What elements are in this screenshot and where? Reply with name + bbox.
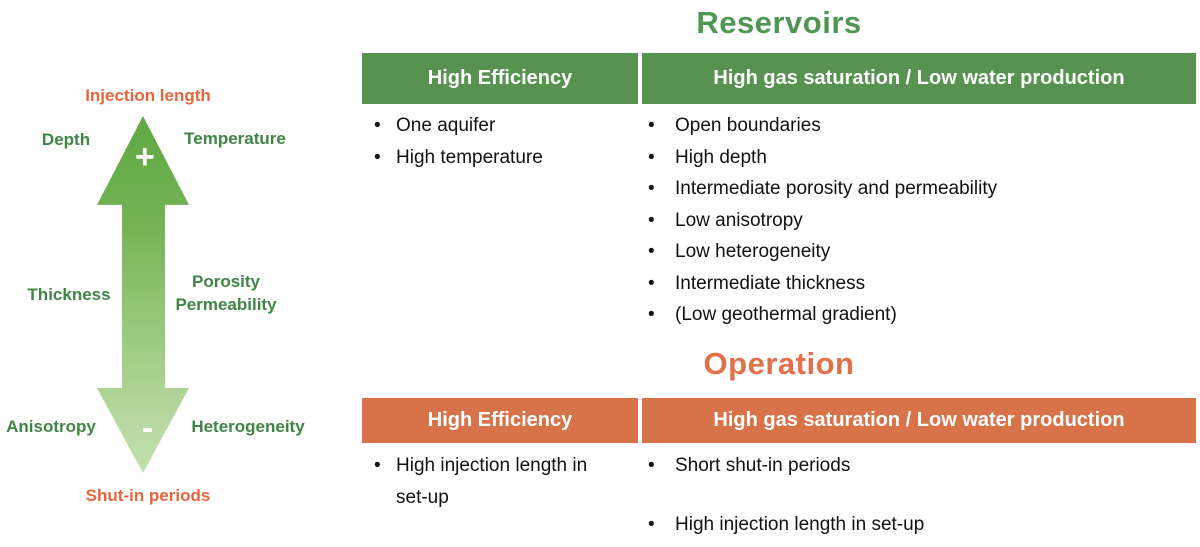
label-porosity-permeability: Porosity Permeability [175,270,276,316]
list-item-text: Low anisotropy [675,209,803,231]
list-item-text: High depth [675,146,767,168]
reservoirs-header-high-gas-saturation: High gas saturation / Low water producti… [642,53,1196,104]
bullet-icon: • [374,146,381,168]
list-item-text: Low heterogeneity [675,241,831,262]
reservoirs-title: Reservoirs [696,5,862,40]
list-item-text: One aquifer [396,115,496,136]
list-item: • Short shut-in periods [642,450,1196,482]
bullet-icon: • [374,455,381,476]
label-permeability: Permeability [175,295,277,314]
list-item: • Low heterogeneity [642,236,1196,268]
operation-header-row: High Efficiency High gas saturation / Lo… [362,398,1196,443]
bullet-icon: • [648,455,655,476]
list-item-text: Short shut-in periods [675,455,851,476]
list-item: • High temperature [362,142,638,174]
reservoirs-header-row: High Efficiency High gas saturation / Lo… [362,53,1196,104]
double-arrow: + - [97,116,189,473]
list-item: • High depth [642,142,1196,174]
list-item-text: Open boundaries [675,115,821,136]
list-item: • Low anisotropy [642,205,1196,237]
reservoirs-col-high-gas-saturation: • Open boundaries • High depth • Interme… [642,110,1196,331]
label-thickness: Thickness [27,285,111,304]
bullet-icon: • [374,115,381,136]
list-item: • Intermediate porosity and permeability [642,173,1196,205]
operation-header-high-efficiency: High Efficiency [362,398,638,443]
reservoirs-col-high-efficiency: • One aquifer • High temperature [362,110,638,173]
bullet-icon: • [648,513,655,535]
list-item: • Open boundaries [642,110,1196,142]
list-item: • One aquifer [362,110,638,142]
bullet-icon: • [648,178,655,199]
operation-title: Operation [703,346,855,381]
operation-col-high-efficiency: • High injection length in set-up [362,450,602,513]
list-item: • (Low geothermal gradient) [642,299,1196,331]
label-shut-in-periods: Shut-in periods [85,486,211,505]
bullet-icon: • [648,146,655,168]
bullet-icon: • [648,272,655,294]
operation-col-high-gas-saturation: • Short shut-in periods • High injection… [642,450,1196,540]
label-heterogeneity: Heterogeneity [191,417,305,436]
list-item-text: (Low geothermal gradient) [675,304,897,325]
bullet-icon: • [648,304,655,325]
label-depth: Depth [41,130,91,149]
bullet-icon: • [648,115,655,136]
list-item-text: High injection length in set-up [396,455,588,508]
bullet-icon: • [648,241,655,262]
reservoirs-header-high-efficiency: High Efficiency [362,53,638,104]
label-temperature: Temperature [184,129,286,148]
list-item-text: High temperature [396,146,543,168]
list-item: • Intermediate thickness [642,268,1196,300]
list-item-text: Intermediate thickness [675,272,866,294]
label-injection-length: Injection length [85,86,211,105]
plus-sign: + [134,138,155,176]
minus-sign: - [141,409,154,447]
label-anisotropy: Anisotropy [6,417,96,436]
list-item: • High injection length in set-up [642,509,1196,541]
list-item-text: High injection length in set-up [675,513,925,535]
label-porosity: Porosity [191,272,261,291]
operation-header-high-gas-saturation: High gas saturation / Low water producti… [642,398,1196,443]
bullet-icon: • [648,209,655,231]
list-item-text: Intermediate porosity and permeability [675,178,998,199]
list-item: • High injection length in set-up [362,450,602,513]
